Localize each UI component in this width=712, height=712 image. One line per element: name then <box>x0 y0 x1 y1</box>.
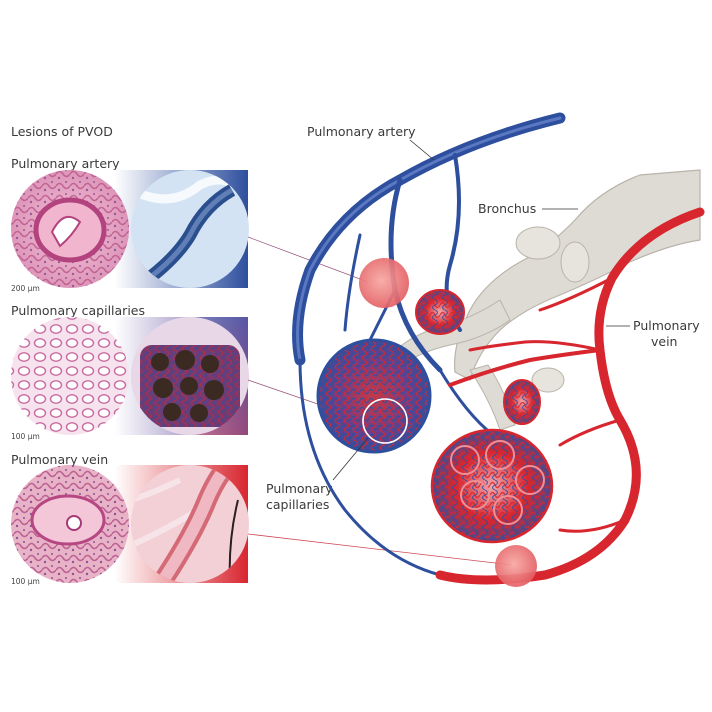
capillary-cluster-large <box>316 338 432 454</box>
vein-micrograph <box>11 465 129 583</box>
section-label-vein: Pulmonary vein <box>11 452 109 467</box>
label-pulmonary-capillaries-1: Pulmonary <box>266 481 333 496</box>
capillaries-micrograph <box>11 317 129 435</box>
scale-bar-capillaries: 100 µm <box>11 432 40 441</box>
capillaries-lesion-marker <box>362 398 408 444</box>
section-label-artery: Pulmonary artery <box>11 156 120 171</box>
artery-histology-row <box>11 170 249 288</box>
scale-bar-vein: 100 µm <box>11 577 40 586</box>
section-label-capillaries: Pulmonary capillaries <box>11 303 145 318</box>
pulmonary-vein-vessels <box>435 207 705 585</box>
vein-schematic <box>131 465 249 583</box>
capillaries-histology-row <box>11 317 249 435</box>
capillaries-label-leader <box>332 437 369 481</box>
label-pulmonary-vein-1: Pulmonary <box>633 318 700 333</box>
capillaries-schematic <box>131 317 249 435</box>
label-bronchus: Bronchus <box>478 201 537 216</box>
capillary-cluster-upper <box>415 289 465 335</box>
artery-label-leader <box>409 139 435 161</box>
scale-bar-artery: 200 µm <box>11 284 40 293</box>
vein-leader-line <box>247 533 513 566</box>
label-pulmonary-capillaries-2: capillaries <box>266 497 330 512</box>
capillary-cluster-small <box>503 379 541 425</box>
artery-leader-line <box>247 236 369 283</box>
panel-title: Lesions of PVOD <box>11 124 113 139</box>
label-pulmonary-vein-2: vein <box>651 334 678 349</box>
capillary-cluster-lower <box>430 428 554 544</box>
artery-micrograph <box>11 170 129 288</box>
artery-schematic <box>131 170 249 288</box>
vein-lesion-marker <box>495 545 537 587</box>
artery-lesion-marker <box>359 258 409 308</box>
vein-histology-row <box>11 465 249 583</box>
label-pulmonary-artery: Pulmonary artery <box>307 124 416 139</box>
